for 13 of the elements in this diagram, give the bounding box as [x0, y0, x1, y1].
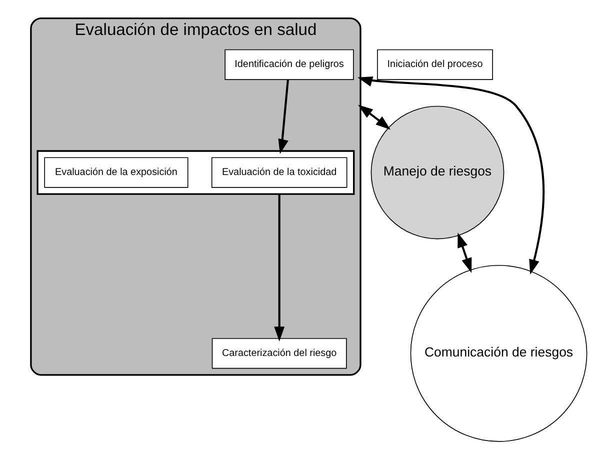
node-box: Caracterización del riesgo	[212, 338, 347, 369]
arrow	[357, 76, 545, 275]
arrow	[358, 104, 391, 130]
arrow	[274, 194, 285, 342]
node-box: Evaluación de la toxicidad	[211, 157, 348, 188]
arrow	[458, 232, 472, 273]
node-box: Iniciación del proceso	[377, 49, 493, 80]
node-circle: Comunicación de riesgos	[410, 264, 588, 442]
cluster	[36, 150, 355, 195]
arrow	[278, 80, 289, 154]
node-box: Identificación de peligros	[224, 49, 354, 80]
node-circle: Manejo de riesgos	[370, 106, 504, 240]
node-box: Evaluación de la exposición	[44, 157, 188, 188]
